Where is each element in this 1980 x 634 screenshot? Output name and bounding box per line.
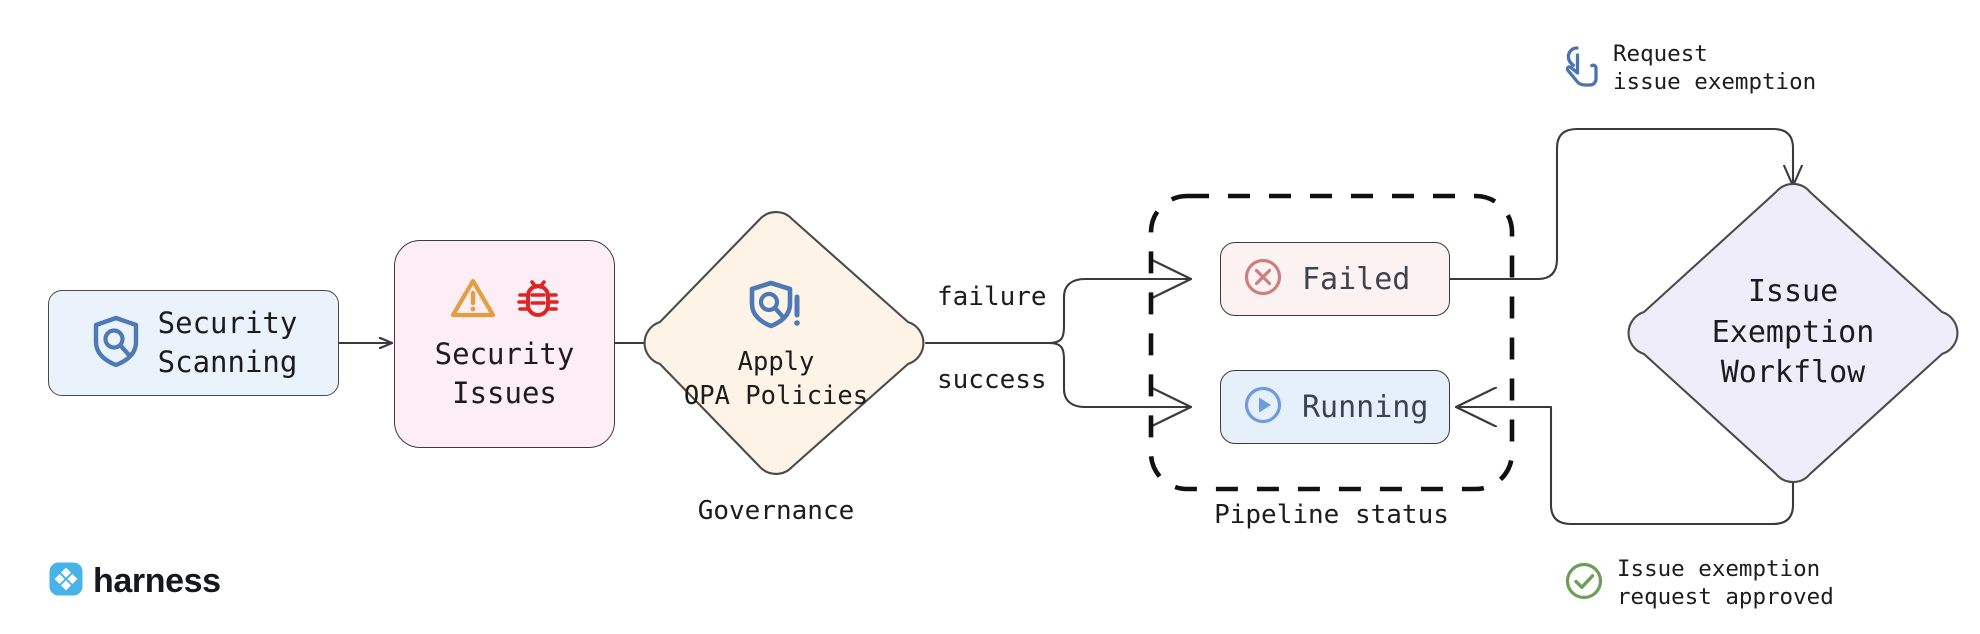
node-status-failed[interactable]: Failed [1220,242,1450,316]
issue-exemption-workflow-diamond-shape [1627,182,1959,484]
harness-logo-text: harness [93,561,221,600]
node-issue-exemption-workflow[interactable]: Issue Exemption Workflow [1668,265,1918,401]
node-security-issues[interactable]: Security Issues [394,240,615,448]
shield-search-alert-icon [747,277,805,339]
edge-label-success: success [934,365,1050,395]
security-issues-label: Security Issues [434,337,575,410]
shield-search-icon [90,314,142,372]
apply-opa-label: Apply OPA Policies [683,346,869,411]
circle-check-icon [1564,561,1604,605]
security-issues-icon-row [450,275,560,325]
harness-logo: harness [48,561,221,601]
failed-label: Failed [1302,261,1411,297]
annotation-approved-text: Issue exemption request approved [1617,556,1834,611]
edge-success-to-running [1047,341,1193,407]
edge-failure-to-failed [1047,279,1193,345]
node-status-running[interactable]: Running [1220,370,1450,444]
annotation-request-approved: Issue exemption request approved [1564,555,1834,612]
security-scanning-label: Security Scanning [157,306,298,379]
running-label: Running [1302,389,1429,425]
warning-triangle-icon [450,276,496,324]
circle-x-icon [1243,257,1283,301]
issue-exemption-workflow-label: Issue Exemption Workflow [1711,273,1875,391]
hand-click-icon [1564,44,1600,92]
governance-caption: Governance [697,496,855,526]
harness-logo-icon [48,561,84,601]
annotation-request-issue-exemption: Request issue exemption [1564,40,1816,97]
node-apply-opa-policies[interactable]: Apply OPA Policies [664,250,888,440]
pipeline-status-caption: Pipeline status [1214,500,1449,530]
edge-workflow-to-running [1454,407,1795,526]
edge-failed-to-workflow [1448,127,1793,281]
node-security-scanning[interactable]: Security Scanning [48,290,339,396]
circle-play-icon [1243,385,1283,429]
bug-icon [516,275,560,325]
pipeline-status-group-border [1148,193,1515,492]
edge-label-failure: failure [934,282,1050,312]
annotation-request-text: Request issue exemption [1613,41,1817,96]
apply-opa-diamond-shape [643,211,925,475]
